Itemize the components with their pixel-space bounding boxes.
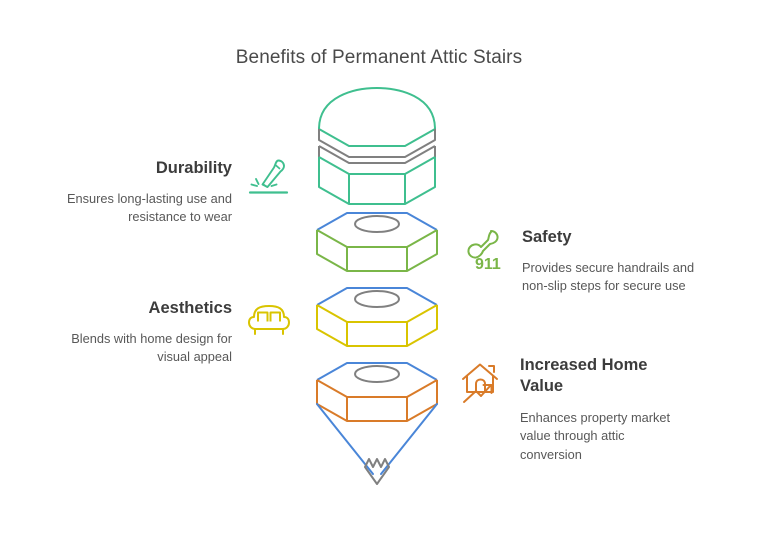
stacked-funnel-graphic <box>316 86 438 485</box>
benefit-description-durability: Ensures long-lasting use and resistance … <box>66 190 232 225</box>
benefit-heading-aesthetics: Aesthetics <box>148 299 232 317</box>
benefit-heading-safety: Safety <box>522 228 572 246</box>
benefit-text-durability: Durability Ensures long-lasting use and … <box>20 158 232 227</box>
page-title: Benefits of Permanent Attic Stairs <box>235 47 523 68</box>
pen-brush-icon <box>248 159 289 194</box>
graphic-layer-green <box>318 86 436 205</box>
benefit-block-safety: 911 Safety Provides secure handrails and… <box>458 227 758 296</box>
benefit-heading-durability: Durability <box>155 159 232 177</box>
sofa-icon <box>248 304 290 335</box>
graphic-funnel-cone <box>316 403 438 485</box>
benefit-block-home-value: Increased Home Value Enhances property m… <box>458 355 758 464</box>
benefit-description-safety: Provides secure handrails and non-slip s… <box>522 259 695 294</box>
phone-icon-caption: 911 <box>475 256 501 273</box>
benefit-text-home-value: Increased Home Value Enhances property m… <box>520 355 725 464</box>
benefit-heading-home-value: Increased Home Value <box>520 356 648 395</box>
benefit-block-durability: Durability Ensures long-lasting use and … <box>0 158 292 227</box>
graphic-layer-yellow <box>316 287 438 347</box>
benefit-description-home-value: Enhances property market value through a… <box>520 409 671 462</box>
benefit-block-aesthetics: Aesthetics Blends with home design for v… <box>0 298 292 367</box>
benefit-text-aesthetics: Aesthetics Blends with home design for v… <box>20 298 232 367</box>
graphic-layer-olive <box>316 212 438 272</box>
graphic-layer-orange <box>316 362 438 422</box>
benefit-description-aesthetics: Blends with home design for visual appea… <box>71 330 232 365</box>
benefit-text-safety: Safety Provides secure handrails and non… <box>522 227 734 296</box>
house-growth-arrow-icon <box>462 363 498 403</box>
phone-911-icon: 911 <box>467 230 501 273</box>
